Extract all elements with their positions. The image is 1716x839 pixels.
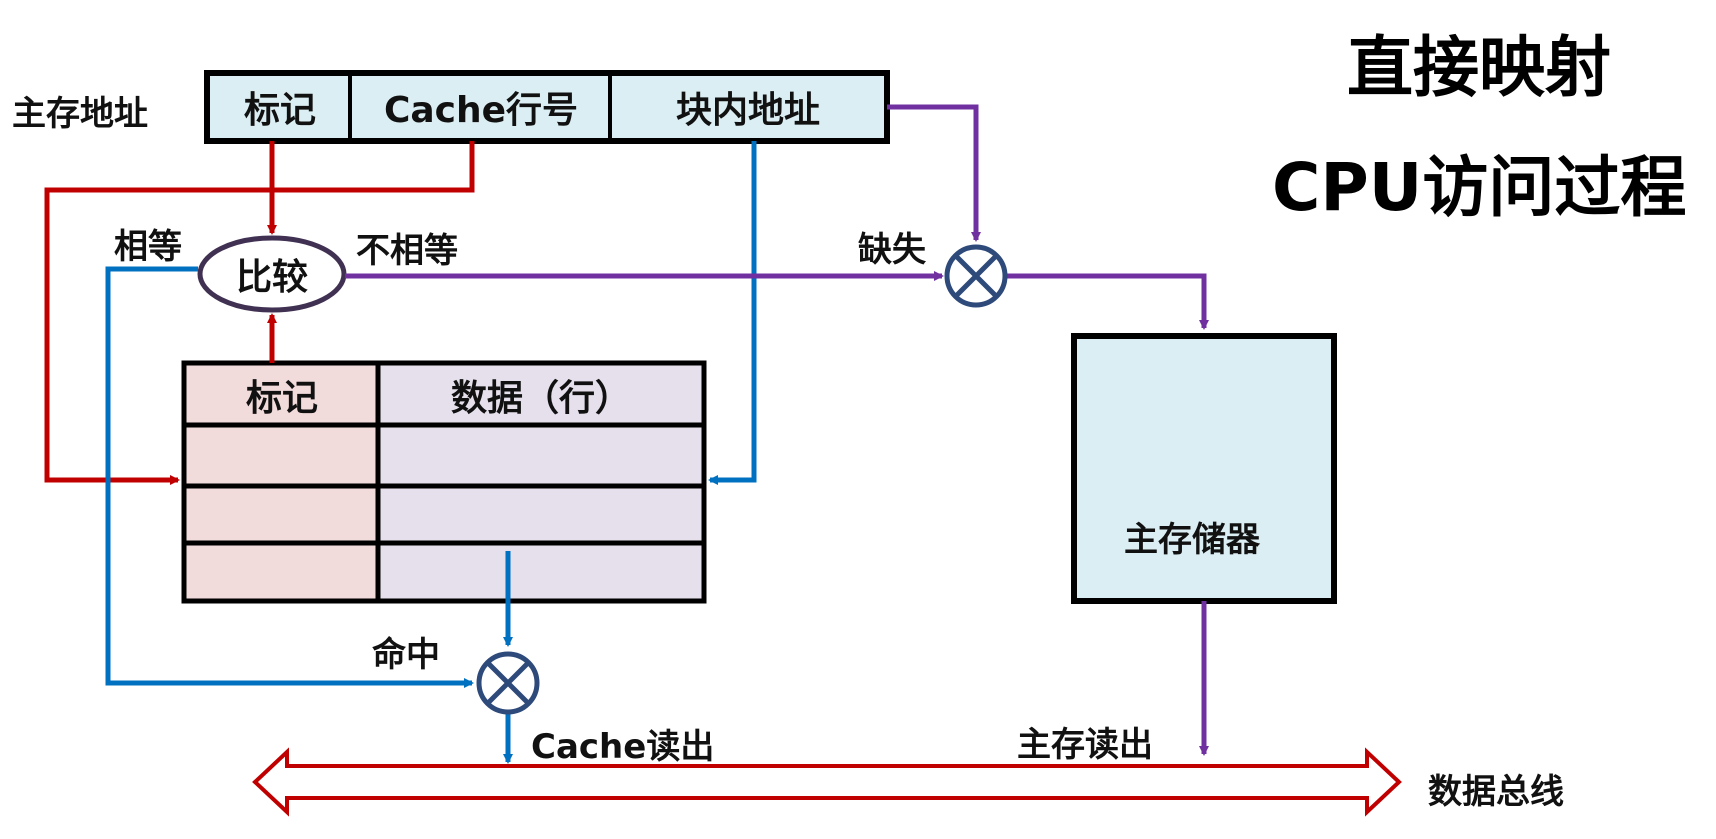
miss-gate-to-memory-arrow bbox=[1007, 273, 1209, 330]
offset-to-miss-gate-arrow bbox=[887, 104, 981, 242]
title-line-1: 直接映射 bbox=[1347, 29, 1611, 106]
line-number-to-table-arrow bbox=[44, 141, 475, 485]
title-line-2: CPU访问过程 bbox=[1272, 149, 1687, 226]
equal-label: 相等 bbox=[114, 227, 182, 267]
address-register-box bbox=[204, 70, 890, 144]
miss-label: 缺失 bbox=[858, 230, 926, 270]
cache-table-header-tag: 标记 bbox=[245, 378, 318, 419]
main-address-label: 主存地址 bbox=[12, 94, 148, 134]
data-bus-label: 数据总线 bbox=[1428, 772, 1564, 812]
main-memory-box bbox=[1071, 333, 1337, 604]
equal-to-hit-gate-arrow bbox=[105, 266, 474, 688]
address-field-line-number: Cache行号 bbox=[383, 90, 579, 131]
cache-read-label: Cache读出 bbox=[531, 727, 715, 767]
compare-ellipse bbox=[197, 235, 347, 313]
compare-label: 比较 bbox=[235, 257, 308, 298]
address-field-tag: 标记 bbox=[243, 90, 316, 131]
address-field-block-offset: 块内地址 bbox=[675, 90, 820, 131]
miss-and-gate bbox=[944, 244, 1008, 308]
main-memory-label: 主存储器 bbox=[1124, 520, 1260, 560]
hit-and-gate bbox=[476, 651, 540, 715]
offset-to-table-arrow bbox=[708, 141, 757, 485]
hit-label: 命中 bbox=[372, 635, 440, 675]
not-equal-label: 不相等 bbox=[356, 231, 458, 271]
data-bus-arrow bbox=[252, 747, 1402, 817]
cache-table-header-data: 数据（行） bbox=[450, 378, 631, 419]
memory-read-label: 主存读出 bbox=[1017, 725, 1153, 765]
